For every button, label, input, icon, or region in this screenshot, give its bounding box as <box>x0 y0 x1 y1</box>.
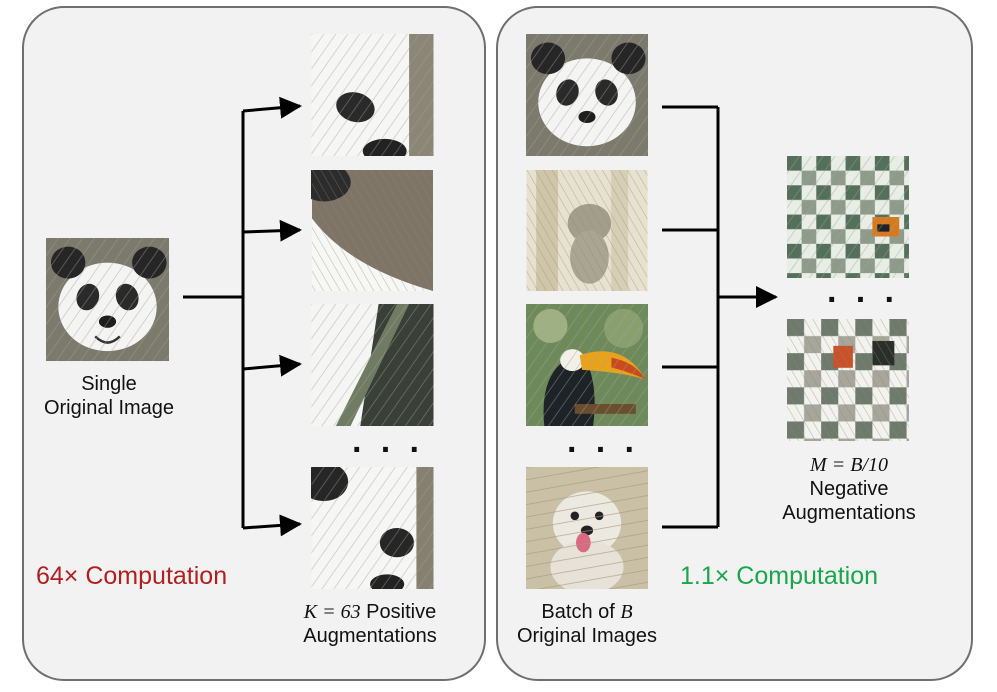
negative-augmentations-label: M = B/10 Negative Augmentations <box>770 453 928 525</box>
arrow-to-augmentation-k <box>242 514 302 537</box>
left-ellipsis: · · · <box>352 431 425 469</box>
positive-augmentations-label: K = 63 Positive Augmentations <box>270 600 470 648</box>
panda-photo-icon <box>311 304 434 426</box>
dog-photo-icon <box>526 467 648 589</box>
negative-augmentations-line2: Negative <box>809 478 889 500</box>
positive-count-text: Positive <box>360 601 437 623</box>
arrow-to-augmentation-1 <box>242 96 302 119</box>
toucan-photo-icon <box>526 304 648 426</box>
source-label-line1: Single <box>81 373 137 395</box>
panda-photo-icon <box>311 467 434 589</box>
batch-label-line1: Batch of B <box>496 600 678 624</box>
batch-label-text: Batch of <box>541 601 621 623</box>
mosaic-augmentation-icon <box>787 156 909 278</box>
mosaic-augmentation-icon <box>787 319 909 441</box>
source-panda-image <box>46 238 169 361</box>
positive-augmentation-k <box>311 467 434 589</box>
panda-photo-icon <box>311 34 434 156</box>
left-computation-label: 64× Computation <box>36 562 228 590</box>
positive-augmentation-1 <box>311 34 434 156</box>
positive-augmentations-line2: Augmentations <box>303 625 437 647</box>
batch-image-toucan <box>526 304 648 426</box>
negative-ellipsis: · · · <box>827 281 900 319</box>
batch-label-math: B <box>620 601 633 623</box>
positive-count-line: K = 63 Positive <box>270 600 470 624</box>
right-fanin <box>662 105 778 529</box>
batch-ellipsis: · · · <box>567 431 640 469</box>
batch-label: Batch of B Original Images <box>496 600 678 648</box>
left-fanout <box>183 96 302 537</box>
arrow-to-augmentation-2 <box>242 219 302 242</box>
negative-count-math: M = B/10 <box>810 454 888 476</box>
batch-image-koala <box>526 170 648 291</box>
source-label: Single Original Image <box>36 372 182 420</box>
panda-photo-icon <box>526 34 648 156</box>
positive-augmentation-3 <box>311 304 434 426</box>
negative-augmentations-line3: Augmentations <box>782 502 916 524</box>
arrow-to-augmentation-3 <box>242 354 302 377</box>
negative-augmentation-1 <box>787 156 909 278</box>
source-label-line2: Original Image <box>43 397 175 419</box>
panda-photo-icon <box>46 238 169 361</box>
right-computation-label: 1.1× Computation <box>680 562 879 590</box>
positive-augmentation-2 <box>311 170 434 291</box>
batch-image-dog <box>526 467 648 589</box>
batch-image-panda <box>526 34 648 156</box>
positive-count-math: K = 63 <box>303 601 361 623</box>
batch-label-line2: Original Images <box>516 625 658 647</box>
koala-photo-icon <box>526 170 648 291</box>
panda-photo-icon <box>311 170 433 291</box>
negative-augmentation-m <box>787 319 909 441</box>
